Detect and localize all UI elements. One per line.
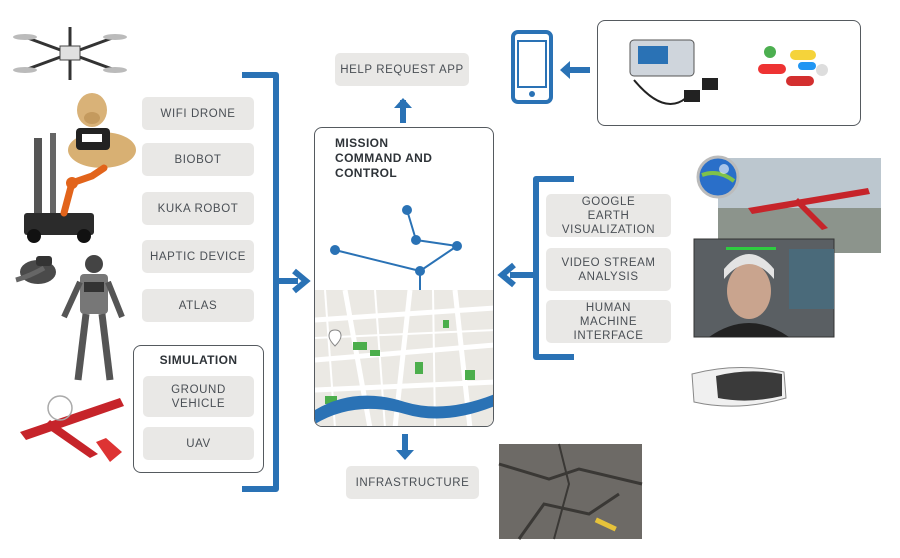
wifi-drone-image bbox=[13, 27, 127, 80]
haptic-device-label: HAPTIC DEVICE bbox=[142, 240, 254, 273]
up-arrow bbox=[394, 98, 412, 123]
kuka-robot-label: KUKA ROBOT bbox=[142, 192, 254, 225]
biobot-label: BIOBOT bbox=[142, 143, 254, 176]
hmi-label: HUMAN MACHINE INTERFACE bbox=[546, 300, 671, 343]
google-earth-icon bbox=[696, 155, 740, 199]
atlas-label: ATLAS bbox=[142, 289, 254, 322]
vr-headset-image bbox=[691, 367, 787, 407]
left-arrow-to-phone bbox=[560, 61, 590, 79]
pills-image bbox=[758, 46, 828, 86]
haptic-device-image bbox=[15, 256, 56, 284]
video-stream-label: VIDEO STREAM ANALYSIS bbox=[546, 248, 671, 291]
city-map bbox=[315, 289, 493, 426]
mission-command-title: MISSION COMMAND AND CONTROL bbox=[335, 136, 433, 180]
cracked-road-image bbox=[498, 443, 643, 540]
uav-label: UAV bbox=[143, 427, 254, 460]
simulation-title: SIMULATION bbox=[159, 353, 238, 367]
infrastructure-label: INFRASTRUCTURE bbox=[346, 466, 479, 499]
uav-plane-image bbox=[20, 395, 124, 462]
atlas-robot-image bbox=[61, 255, 125, 381]
wifi-drone-label: WIFI DRONE bbox=[142, 97, 254, 130]
help-request-app-label: HELP REQUEST APP bbox=[335, 53, 469, 86]
google-earth-label: GOOGLE EARTH VISUALIZATION bbox=[546, 194, 671, 237]
smartphone-icon bbox=[511, 30, 553, 104]
biobot-dog-image bbox=[68, 93, 136, 168]
defibrillator-image bbox=[629, 39, 718, 105]
right-bracket-arrow bbox=[497, 176, 574, 360]
left-bracket-arrow bbox=[242, 72, 311, 492]
network-graph bbox=[330, 205, 462, 303]
ground-vehicle-label: GROUND VEHICLE bbox=[143, 376, 254, 417]
down-arrow bbox=[396, 434, 414, 460]
face-analysis-image bbox=[693, 238, 835, 338]
kuka-robot-image bbox=[24, 133, 108, 243]
mission-command-panel: MISSION COMMAND AND CONTROL bbox=[314, 127, 494, 427]
